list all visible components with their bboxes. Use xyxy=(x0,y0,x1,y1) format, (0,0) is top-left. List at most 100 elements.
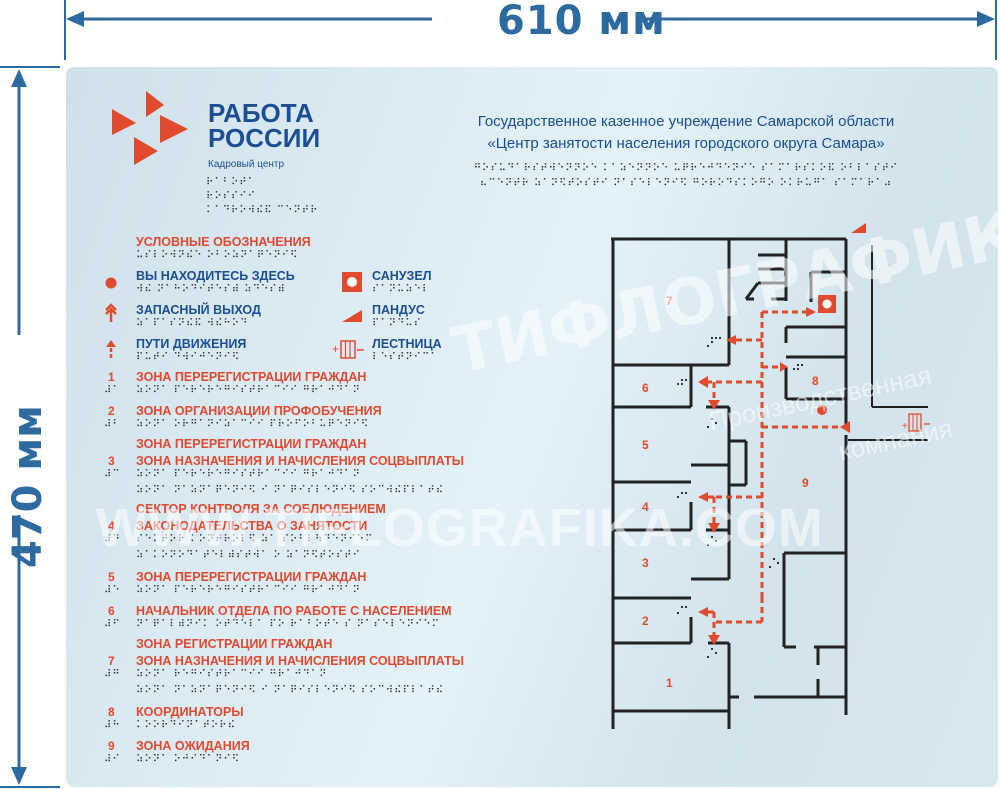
svg-text:2: 2 xyxy=(642,614,649,628)
legend-label-restroom: САНУЗЕЛ xyxy=(372,269,432,283)
braille-line: ⠅⠁⠙⠗⠕⠺⠮⠯ ⠉⠑⠝⠞⠗ xyxy=(206,205,319,216)
legend-braille-ramp: ⠏⠁⠝⠙⠥⠎ xyxy=(372,318,422,329)
zone-number-braille: ⠼⠋ xyxy=(104,619,121,630)
zone-label: ЗОНА РЕГИСТРАЦИИ ГРАЖДАН xyxy=(136,637,333,651)
legend-label-you-are-here: ВЫ НАХОДИТЕСЬ ЗДЕСЬ xyxy=(136,269,295,283)
zone-label: ЗОНА НАЗНАЧЕНИЯ И НАЧИСЛЕНИЯ СОЦВЫПЛАТЫ xyxy=(136,654,464,668)
braille-line: ⠗⠕⠎⠎⠊⠊ xyxy=(206,191,256,202)
zone-braille: ⠎⠑⠅⠞⠕⠗ ⠅⠕⠝⠞⠗⠕⠇⠫ ⠵⠁ ⠎⠕⠃⠇⠳⠙⠑⠝⠊⠑⠍ xyxy=(136,534,374,545)
height-dimension: 470 мм xyxy=(0,65,60,789)
zone-label: ЗОНА ОЖИДАНИЯ xyxy=(136,739,250,753)
organization-line2: «Центр занятости населения городского ок… xyxy=(487,135,885,152)
legend-label-stairs: ЛЕСТНИЦА xyxy=(372,337,442,351)
zone-number: 2 xyxy=(108,404,115,418)
zone-number-braille: ⠼⠑ xyxy=(104,585,121,596)
logo-braille: ⠗⠁⠃⠕⠞⠁ ⠗⠕⠎⠎⠊⠊ ⠅⠁⠙⠗⠕⠺⠮⠯ ⠉⠑⠝⠞⠗ xyxy=(206,177,318,216)
zone-braille: ⠵⠕⠝⠁ ⠝⠁⠵⠝⠁⠟⠑⠝⠊⠫ ⠊ ⠝⠁⠟⠊⠎⠇⠑⠝⠊⠫ ⠎⠕⠉⠺⠮⠏⠇⠁⠞⠮ xyxy=(136,485,445,496)
logo-subtitle: Кадровый центр xyxy=(208,159,285,170)
svg-text:3: 3 xyxy=(642,556,649,570)
emergency-exit-icon xyxy=(105,303,117,322)
legend-braille-you-are-here: ⠺⠮ ⠝⠁⠓⠕⠙⠊⠞⠑⠎⠾ ⠵⠙⠑⠎⠾ xyxy=(136,284,286,295)
zone-number: 6 xyxy=(108,604,115,618)
plan-braille-markers xyxy=(676,336,804,659)
zone-number: 8 xyxy=(108,705,115,719)
braille-line: ⠦⠉⠑⠝⠞⠗ ⠵⠁⠝⠫⠞⠕⠎⠞⠊ ⠝⠁⠎⠑⠇⠑⠝⠊⠫ ⠛⠕⠗⠕⠙⠎⠅⠕⠛⠕ ⠕⠅… xyxy=(479,178,893,189)
zone-number: 1 xyxy=(108,370,115,384)
svg-text:+: + xyxy=(332,342,339,356)
zone-braille: ⠵⠕⠝⠁ ⠝⠁⠵⠝⠁⠟⠑⠝⠊⠫ ⠊ ⠝⠁⠟⠊⠎⠇⠑⠝⠊⠫ ⠎⠕⠉⠺⠮⠏⠇⠁⠞⠮ xyxy=(136,685,445,696)
you-are-here-dot-icon xyxy=(105,277,117,289)
zone-number-braille: ⠼⠓ xyxy=(104,720,121,731)
floor-plan-walls xyxy=(611,237,928,729)
svg-text:6: 6 xyxy=(642,381,649,395)
zone-braille: ⠵⠁⠅⠕⠝⠕⠙⠁⠞⠑⠇⠾⠎⠞⠺⠁ ⠕ ⠵⠁⠝⠫⠞⠕⠎⠞⠊ xyxy=(136,550,361,561)
zone-braille: ⠵⠕⠝⠁ ⠕⠗⠛⠁⠝⠊⠵⠁⠉⠊⠊ ⠏⠗⠕⠋⠕⠃⠥⠟⠑⠝⠊⠫ xyxy=(136,419,370,430)
zone-label: КООРДИНАТОРЫ xyxy=(136,705,244,719)
tactile-sign-panel: РАБОТА РОССИИ Кадровый центр ⠗⠁⠃⠕⠞⠁ ⠗⠕⠎⠎… xyxy=(66,67,998,787)
braille-line: ⠛⠕⠎⠥⠙⠁⠗⠎⠞⠺⠑⠝⠝⠕⠑ ⠅⠁⠵⠑⠝⠝⠕⠑ ⠥⠟⠗⠑⠚⠙⠑⠝⠊⠑ ⠎⠁⠍⠁… xyxy=(473,163,899,174)
zone-number-braille: ⠼⠉ xyxy=(104,469,121,480)
width-dimension-arrows xyxy=(64,0,997,60)
zone-number-braille: ⠼⠙ xyxy=(104,534,121,545)
legend-braille-emergency-exit: ⠵⠁⠏⠁⠎⠝⠮⠯ ⠺⠮⠓⠕⠙ xyxy=(136,318,249,329)
organization-line1: Государственное казенное учреждение Сама… xyxy=(477,113,895,130)
zone-braille: ⠵⠕⠝⠁ ⠕⠚⠊⠙⠁⠝⠊⠫ xyxy=(136,754,241,765)
zone-number-braille: ⠼⠁ xyxy=(104,385,121,396)
height-dimension-arrows xyxy=(0,66,60,788)
braille-line: ⠗⠁⠃⠕⠞⠁ xyxy=(206,177,256,188)
movement-path xyxy=(706,310,844,637)
plan-ramp-icon xyxy=(851,223,866,233)
zone-number: 3 xyxy=(108,454,115,468)
zone-number: 9 xyxy=(108,739,115,753)
plan-restroom-icon xyxy=(818,295,836,313)
svg-text:+: + xyxy=(902,421,908,432)
legend-title: УСЛОВНЫЕ ОБОЗНАЧЕНИЯ xyxy=(136,235,311,249)
path-arrow-icon xyxy=(106,340,116,358)
zone-braille: ⠵⠕⠝⠁ ⠏⠑⠗⠑⠗⠑⠛⠊⠎⠞⠗⠁⠉⠊⠊ ⠛⠗⠁⠚⠙⠁⠝ xyxy=(136,585,361,596)
plan-you-are-here-icon xyxy=(817,405,827,415)
zone-braille: ⠵⠕⠝⠁ ⠗⠑⠛⠊⠎⠞⠗⠁⠉⠊⠊ ⠛⠗⠁⠚⠙⠁⠝ xyxy=(136,669,328,680)
logo-title-line1: РАБОТА xyxy=(208,98,314,128)
legend-label-emergency-exit: ЗАПАСНЫЙ ВЫХОД xyxy=(136,303,261,317)
logo-title: РАБОТА РОССИИ xyxy=(208,98,321,153)
zone-label: ЗОНА НАЗНАЧЕНИЯ И НАЧИСЛЕНИЯ СОЦВЫПЛАТЫ xyxy=(136,454,464,468)
restroom-icon xyxy=(342,272,362,292)
zone-braille: ⠅⠕⠕⠗⠙⠊⠝⠁⠞⠕⠗⠮ xyxy=(136,720,236,731)
zone-label: ЗОНА ПЕРЕРЕГИСТРАЦИИ ГРАЖДАН xyxy=(136,437,367,451)
stairs-icon: + xyxy=(332,340,364,359)
zone-number-braille: ⠼⠛ xyxy=(104,669,121,680)
svg-text:4: 4 xyxy=(642,500,649,514)
organization-name: Государственное казенное учреждение Сама… xyxy=(386,111,986,155)
height-label: 470 мм xyxy=(5,405,51,568)
zone-braille: ⠵⠕⠝⠁ ⠏⠑⠗⠑⠗⠑⠛⠊⠎⠞⠗⠁⠉⠊⠊ ⠛⠗⠁⠚⠙⠁⠝ xyxy=(136,385,361,396)
zone-label: ЗОНА ПЕРЕРЕГИСТРАЦИИ ГРАЖДАН xyxy=(136,570,367,584)
legend-label-ramp: ПАНДУС xyxy=(372,303,425,317)
rabota-rossii-logo-icon xyxy=(112,91,188,165)
legend-title-braille: ⠥⠎⠇⠕⠺⠝⠮⠑ ⠕⠃⠕⠵⠝⠁⠟⠑⠝⠊⠫ xyxy=(136,250,299,261)
zone-label: ЗОНА ОРГАНИЗАЦИИ ПРОФОБУЧЕНИЯ xyxy=(136,404,382,418)
logo-title-line2: РОССИИ xyxy=(208,123,321,153)
width-dimension: 610 мм xyxy=(62,0,1000,60)
zone-label: ЗАКОНОДАТЕЛЬСТВА О ЗАНЯТОСТИ xyxy=(136,519,368,533)
zone-number-braille: ⠼⠊ xyxy=(104,754,121,765)
zone-label: ЗОНА ПЕРЕРЕГИСТРАЦИИ ГРАЖДАН xyxy=(136,370,367,384)
svg-text:9: 9 xyxy=(802,476,809,490)
svg-text:5: 5 xyxy=(642,438,649,452)
room-labels: 1 2 3 4 5 6 7 8 9 xyxy=(642,294,819,690)
zone-braille: ⠵⠕⠝⠁ ⠏⠑⠗⠑⠗⠑⠛⠊⠎⠞⠗⠁⠉⠊⠊ ⠛⠗⠁⠚⠙⠁⠝ xyxy=(136,469,361,480)
legend-braille-restroom: ⠎⠁⠝⠥⠵⠑⠇ xyxy=(372,284,431,295)
zone-braille: ⠝⠁⠟⠁⠇⠾⠝⠊⠅ ⠕⠞⠙⠑⠇⠁ ⠏⠕ ⠗⠁⠃⠕⠞⠑ ⠎ ⠝⠁⠎⠑⠇⠑⠝⠊⠑⠍ xyxy=(136,619,440,630)
organization-braille: ⠛⠕⠎⠥⠙⠁⠗⠎⠞⠺⠑⠝⠝⠕⠑ ⠅⠁⠵⠑⠝⠝⠕⠑ ⠥⠟⠗⠑⠚⠙⠑⠝⠊⠑ ⠎⠁⠍⠁… xyxy=(406,163,966,189)
legend-label-path: ПУТИ ДВИЖЕНИЯ xyxy=(136,337,247,351)
floor-plan: + 1 2 3 4 5 6 7 8 9 xyxy=(611,223,930,729)
zone-number: 7 xyxy=(108,654,115,668)
zone-number: 5 xyxy=(108,570,115,584)
zone-number: 4 xyxy=(108,519,115,533)
svg-text:1: 1 xyxy=(666,676,673,690)
legend-braille-path: ⠏⠥⠞⠊ ⠙⠺⠊⠚⠑⠝⠊⠫ xyxy=(136,352,241,363)
plan-stairs-icon: + xyxy=(902,413,930,432)
zone-label: НАЧАЛЬНИК ОТДЕЛА ПО РАБОТЕ С НАСЕЛЕНИЕМ xyxy=(136,604,452,618)
legend-braille-stairs: ⠇⠑⠎⠞⠝⠊⠉⠁ xyxy=(372,352,439,363)
width-label: 610 мм xyxy=(497,0,666,44)
path-arrowheads xyxy=(698,307,850,645)
